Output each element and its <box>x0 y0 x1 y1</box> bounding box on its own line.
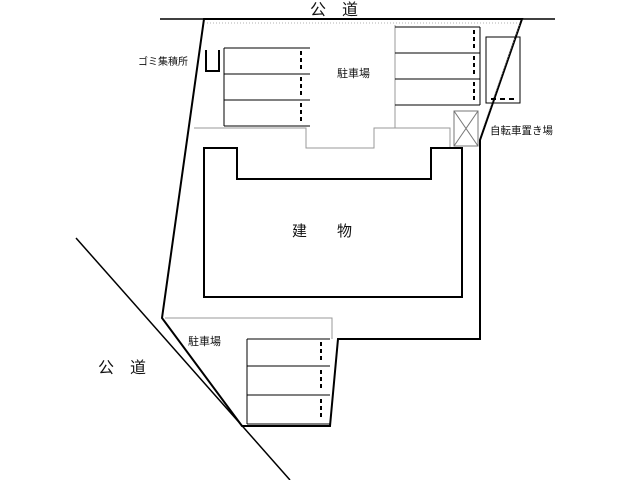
property-boundary <box>160 18 524 427</box>
parking-stalls-northeast <box>395 26 481 106</box>
building-outline <box>203 147 463 298</box>
parking-north-area-right <box>395 127 451 148</box>
parking-stall-vertical <box>485 36 521 104</box>
parking-north-label: 駐車場 <box>337 66 370 80</box>
road-left-line <box>75 237 291 480</box>
parking-stalls-northwest <box>223 47 310 127</box>
bicycle-label: 自転車置き場 <box>490 124 553 137</box>
building-label: 建 物 <box>292 222 352 240</box>
bicycle-parking-box <box>453 110 479 147</box>
parking-south-area <box>165 317 333 339</box>
garbage-collection-box <box>205 50 220 72</box>
parking-stalls-south <box>246 338 330 425</box>
parking-south-label: 駐車場 <box>188 334 221 348</box>
road-top-label: 公 道 <box>310 0 358 19</box>
setback-dotted-line <box>207 22 521 129</box>
road-left-label: 公 道 <box>98 358 146 377</box>
garbage-label: ゴミ集積所 <box>138 55 188 68</box>
